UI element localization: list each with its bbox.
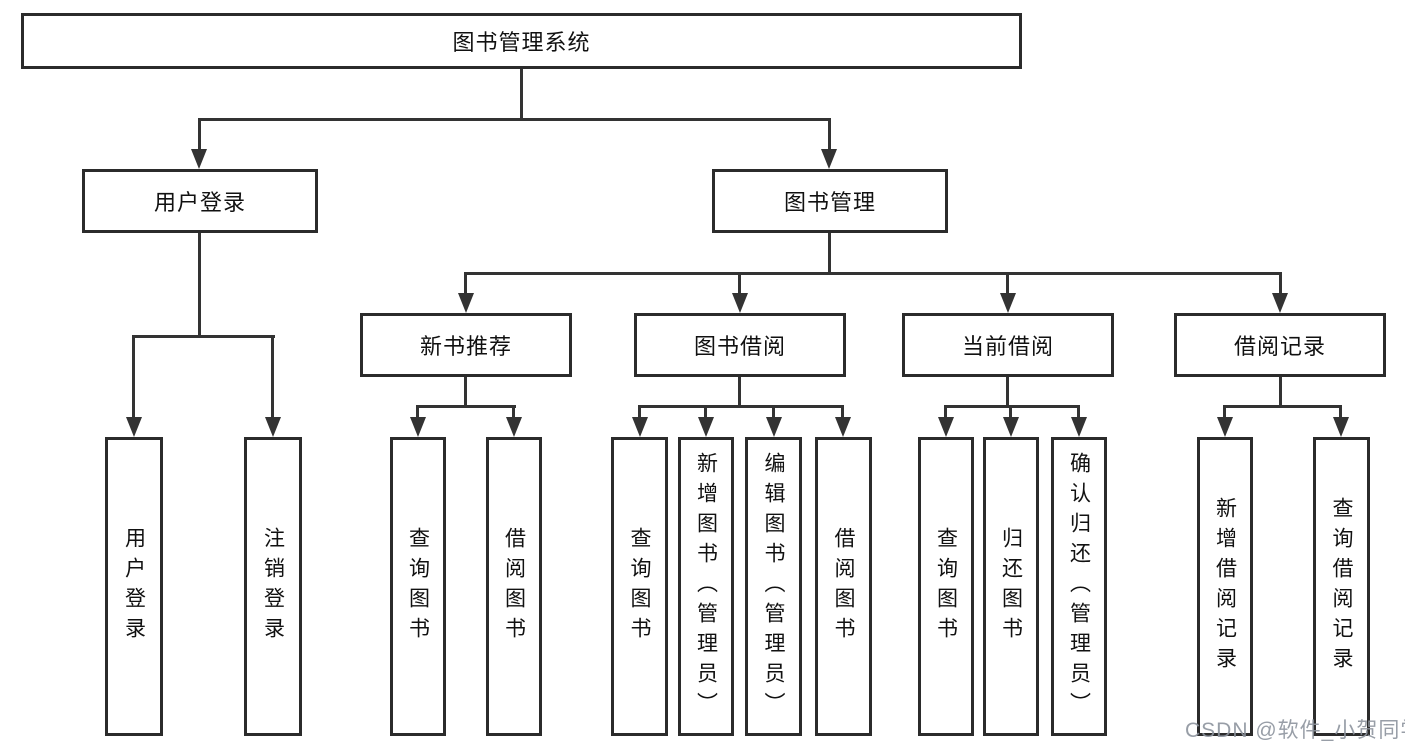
node-root: 图书管理系统 <box>21 13 1022 69</box>
connector-shaft <box>1223 405 1226 420</box>
node-book-management-label: 图书管理 <box>783 190 876 215</box>
node-user-login: 用户登录 <box>82 169 318 233</box>
leaf-borrow-books-recommend-label: 借阅图书 <box>502 526 526 647</box>
connector-group-stem <box>1006 377 1009 408</box>
leaf-add-borrow-record-label: 新增借阅记录 <box>1213 496 1237 677</box>
connector-group-stem <box>1279 377 1282 408</box>
arrow-down-icon <box>732 293 748 313</box>
leaf-confirm-return-admin: 确认归还（管理员） <box>1051 437 1107 736</box>
connector-shaft <box>828 118 831 152</box>
connector-group-rail <box>1223 405 1342 408</box>
arrow-down-icon <box>938 417 954 437</box>
arrow-down-icon <box>191 149 207 169</box>
leaf-borrow-books-recommend: 借阅图书 <box>486 437 542 736</box>
leaf-user-login: 用户登录 <box>105 437 163 736</box>
leaf-query-books-borrowing-label: 查询图书 <box>628 526 651 647</box>
arrow-down-icon <box>1003 417 1019 437</box>
connector-shaft <box>772 405 775 420</box>
arrow-down-icon <box>410 417 426 437</box>
leaf-edit-books-admin-label: 编辑图书（管理员） <box>762 451 785 722</box>
arrow-down-icon <box>632 417 648 437</box>
arrow-down-icon <box>458 293 474 313</box>
connector-shaft <box>638 405 641 420</box>
connector-shaft <box>944 405 947 420</box>
connector-root-stem <box>520 69 523 121</box>
arrow-down-icon <box>1000 293 1016 313</box>
connector-group-stem <box>464 377 467 408</box>
node-current-borrowing-label: 当前借阅 <box>961 334 1054 359</box>
leaf-borrow-books-label: 借阅图书 <box>832 526 855 647</box>
leaf-return-books-label: 归还图书 <box>999 526 1023 647</box>
connector-level3-rail <box>464 272 1282 275</box>
connector-user-login-rail <box>132 335 275 338</box>
connector-shaft <box>1009 405 1012 420</box>
arrow-down-icon <box>1217 417 1233 437</box>
node-book-management: 图书管理 <box>712 169 948 233</box>
arrow-down-icon <box>835 417 851 437</box>
arrow-down-icon <box>506 417 522 437</box>
connector-shaft <box>1077 405 1080 420</box>
arrow-down-icon <box>1333 417 1349 437</box>
connector-shaft <box>1339 405 1342 420</box>
leaf-borrow-books: 借阅图书 <box>815 437 872 736</box>
connector-shaft <box>271 335 274 420</box>
connector-group-rail <box>638 405 844 408</box>
arrow-down-icon <box>126 417 142 437</box>
leaf-query-books-current: 查询图书 <box>918 437 974 736</box>
connector-level2-rail <box>198 118 831 121</box>
leaf-query-books-borrowing: 查询图书 <box>611 437 668 736</box>
leaf-user-login-label: 用户登录 <box>122 526 146 647</box>
leaf-query-borrow-record: 查询借阅记录 <box>1313 437 1370 736</box>
node-new-book-recommend-label: 新书推荐 <box>419 334 512 359</box>
connector-shaft <box>198 118 201 152</box>
watermark-text: CSDN @软件_小贺同学 <box>1185 719 1405 742</box>
arrow-down-icon <box>698 417 714 437</box>
node-root-label: 图书管理系统 <box>452 30 591 55</box>
arrow-down-icon <box>1071 417 1087 437</box>
connector-book-management-stem <box>828 233 831 275</box>
connector-shaft <box>132 335 135 420</box>
node-current-borrowing: 当前借阅 <box>902 313 1114 377</box>
leaf-logout: 注销登录 <box>244 437 302 736</box>
connector-shaft <box>841 405 844 420</box>
arrow-down-icon <box>821 149 837 169</box>
node-new-book-recommend: 新书推荐 <box>360 313 572 377</box>
connector-shaft <box>464 272 467 294</box>
leaf-edit-books-admin: 编辑图书（管理员） <box>745 437 802 736</box>
leaf-add-borrow-record: 新增借阅记录 <box>1197 437 1253 736</box>
leaf-confirm-return-admin-label: 确认归还（管理员） <box>1067 451 1091 722</box>
connector-shaft <box>1279 272 1282 294</box>
connector-user-login-stem <box>198 233 201 338</box>
connector-shaft <box>704 405 707 420</box>
node-borrowing-records: 借阅记录 <box>1174 313 1386 377</box>
connector-group-rail <box>416 405 516 408</box>
connector-group-rail <box>944 405 1080 408</box>
leaf-logout-label: 注销登录 <box>261 526 285 647</box>
leaf-query-books-recommend: 查询图书 <box>390 437 446 736</box>
connector-shaft <box>1006 272 1009 294</box>
leaf-add-books-admin-label: 新增图书（管理员） <box>694 451 718 722</box>
node-user-login-label: 用户登录 <box>153 190 246 215</box>
leaf-query-borrow-record-label: 查询借阅记录 <box>1330 496 1353 677</box>
leaf-query-books-current-label: 查询图书 <box>934 526 958 647</box>
connector-shaft <box>512 405 515 420</box>
node-book-borrowing: 图书借阅 <box>634 313 846 377</box>
node-book-borrowing-label: 图书借阅 <box>693 334 786 359</box>
arrow-down-icon <box>265 417 281 437</box>
connector-shaft <box>738 272 741 294</box>
connector-group-stem <box>738 377 741 408</box>
leaf-return-books: 归还图书 <box>983 437 1039 736</box>
leaf-query-books-recommend-label: 查询图书 <box>406 526 430 647</box>
leaf-add-books-admin: 新增图书（管理员） <box>678 437 734 736</box>
arrow-down-icon <box>766 417 782 437</box>
arrow-down-icon <box>1272 293 1288 313</box>
node-borrowing-records-label: 借阅记录 <box>1233 334 1326 359</box>
connector-shaft <box>416 405 419 420</box>
